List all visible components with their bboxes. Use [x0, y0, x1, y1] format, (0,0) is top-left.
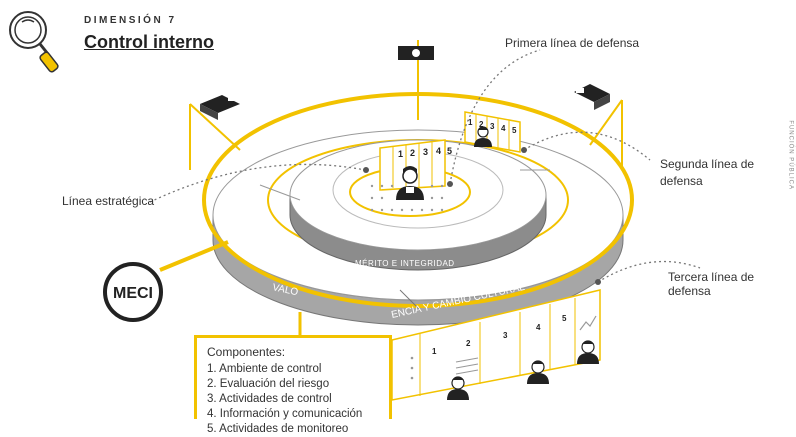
- person-icon: [577, 340, 599, 364]
- vertical-watermark: FUNCIÓN PÚBLICA: [788, 120, 794, 190]
- dimension-kicker: DIMENSIÓN 7: [84, 15, 177, 26]
- tab-number: 5: [512, 126, 517, 135]
- component-item: 4. Información y comunicación: [207, 408, 363, 420]
- third-line-label: Tercera línea de defensa: [668, 270, 755, 298]
- component-item: 1. Ambiente de control: [207, 363, 322, 375]
- person-icon: [396, 166, 424, 200]
- person-icon: [474, 126, 492, 147]
- component-item: 5. Actividades de monitoreo: [207, 423, 349, 435]
- meci-badge: MECI: [113, 285, 153, 302]
- components-heading: Componentes:: [207, 345, 286, 359]
- tab-number: 1: [398, 149, 403, 159]
- magnifier-icon: [9, 11, 59, 73]
- tab-number: 5: [562, 314, 567, 323]
- tab-number: 4: [436, 146, 441, 156]
- first-line-tabs: 1 2 3 4 5: [379, 139, 452, 191]
- tab-number: 4: [536, 323, 541, 332]
- second-line-label-2: defensa: [660, 174, 703, 188]
- tab-number: 2: [479, 120, 484, 129]
- document-icon: [455, 357, 479, 375]
- tab-number: 5: [447, 146, 452, 156]
- person-icon: [447, 376, 469, 400]
- tab-number: 2: [466, 339, 471, 348]
- components-box: Componentes: 1. Ambiente de control 2. E…: [194, 335, 392, 435]
- camera-icon: [398, 46, 434, 60]
- tab-number: 2: [410, 148, 415, 158]
- second-line-label-1: Segunda línea de: [660, 157, 755, 171]
- first-line-label: Primera línea de defensa: [505, 36, 640, 50]
- projector-icon: [200, 95, 240, 120]
- component-item: 3. Actividades de control: [207, 393, 332, 405]
- outer-ring-label-left: VALO: [271, 282, 299, 298]
- chart-icon: [579, 315, 597, 331]
- tab-number: 3: [490, 122, 495, 131]
- projector-icon: [574, 84, 610, 110]
- strategic-line-label: Línea estratégica: [62, 194, 155, 208]
- merit-ring-label: MÉRITO E INTEGRIDAD: [355, 259, 455, 268]
- defense-lines-diagram: 1 2 3 4 5 1 2 3 4 5: [103, 40, 701, 401]
- third-line-tabs: 1 2 3 4 5: [391, 289, 601, 401]
- page-title: Control interno: [84, 32, 214, 52]
- tab-number: 4: [501, 124, 506, 133]
- component-item: 2. Evaluación del riesgo: [207, 378, 330, 390]
- tab-number: 3: [503, 331, 508, 340]
- tab-number: 1: [432, 347, 437, 356]
- person-icon: [527, 360, 549, 384]
- tab-number: 3: [423, 147, 428, 157]
- tab-number: 1: [468, 118, 473, 127]
